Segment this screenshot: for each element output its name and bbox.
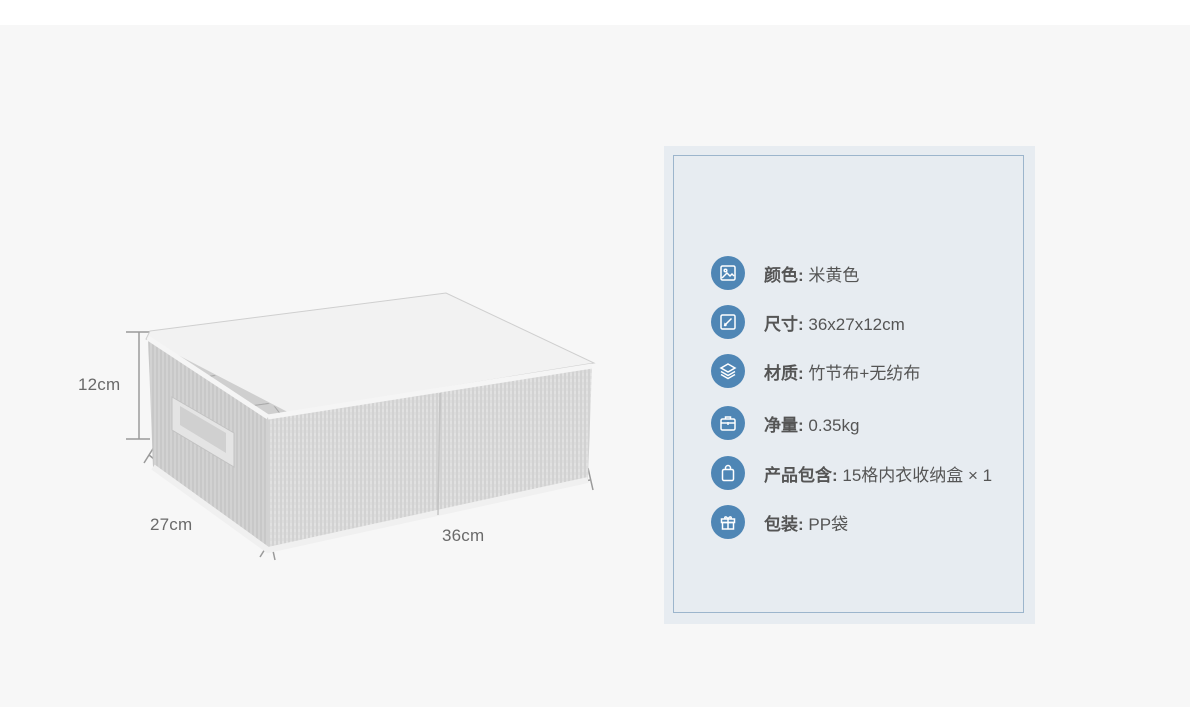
spec-key: 包装 <box>764 514 798 534</box>
layers-icon <box>711 354 745 388</box>
spec-row-contents: 产品包含: 15格内衣收纳盒 × 1 <box>711 455 992 491</box>
spec-value: 竹节布+无纺布 <box>808 363 921 383</box>
pencil-icon <box>711 305 745 339</box>
width-dimension-label: 36cm <box>442 526 485 545</box>
height-dimension-label: 12cm <box>78 375 121 394</box>
spec-key: 净量 <box>764 415 798 435</box>
panel-border <box>673 155 1024 613</box>
page-canvas: 12cm 27cm 36cm 颜色: 米黄色 <box>0 25 1190 707</box>
product-illustration: 12cm 27cm 36cm <box>0 25 640 707</box>
toolbox-icon <box>711 406 745 440</box>
spec-key: 产品包含 <box>764 465 832 485</box>
spec-value: 15格内衣收纳盒 × 1 <box>842 465 993 485</box>
spec-row-size: 尺寸: 36x27x12cm <box>711 304 905 340</box>
shopping-bag-icon <box>711 456 745 490</box>
gift-icon <box>711 505 745 539</box>
spec-panel: 颜色: 米黄色 尺寸: 36x27x12cm <box>664 146 1035 624</box>
spec-row-weight: 净量: 0.35kg <box>711 405 859 441</box>
storage-box-image <box>126 292 596 561</box>
spec-value: 米黄色 <box>808 265 860 285</box>
image-icon <box>711 256 745 290</box>
spec-key: 材质 <box>764 363 798 383</box>
spec-value: PP袋 <box>808 514 849 534</box>
spec-key: 尺寸 <box>764 314 798 334</box>
depth-dimension-label: 27cm <box>150 515 193 534</box>
spec-row-packaging: 包装: PP袋 <box>711 504 848 540</box>
spec-value: 0.35kg <box>808 415 860 435</box>
spec-value: 36x27x12cm <box>808 314 905 334</box>
spec-row-color: 颜色: 米黄色 <box>711 255 859 291</box>
spec-row-material: 材质: 竹节布+无纺布 <box>711 353 920 389</box>
spec-key: 颜色 <box>764 265 798 285</box>
